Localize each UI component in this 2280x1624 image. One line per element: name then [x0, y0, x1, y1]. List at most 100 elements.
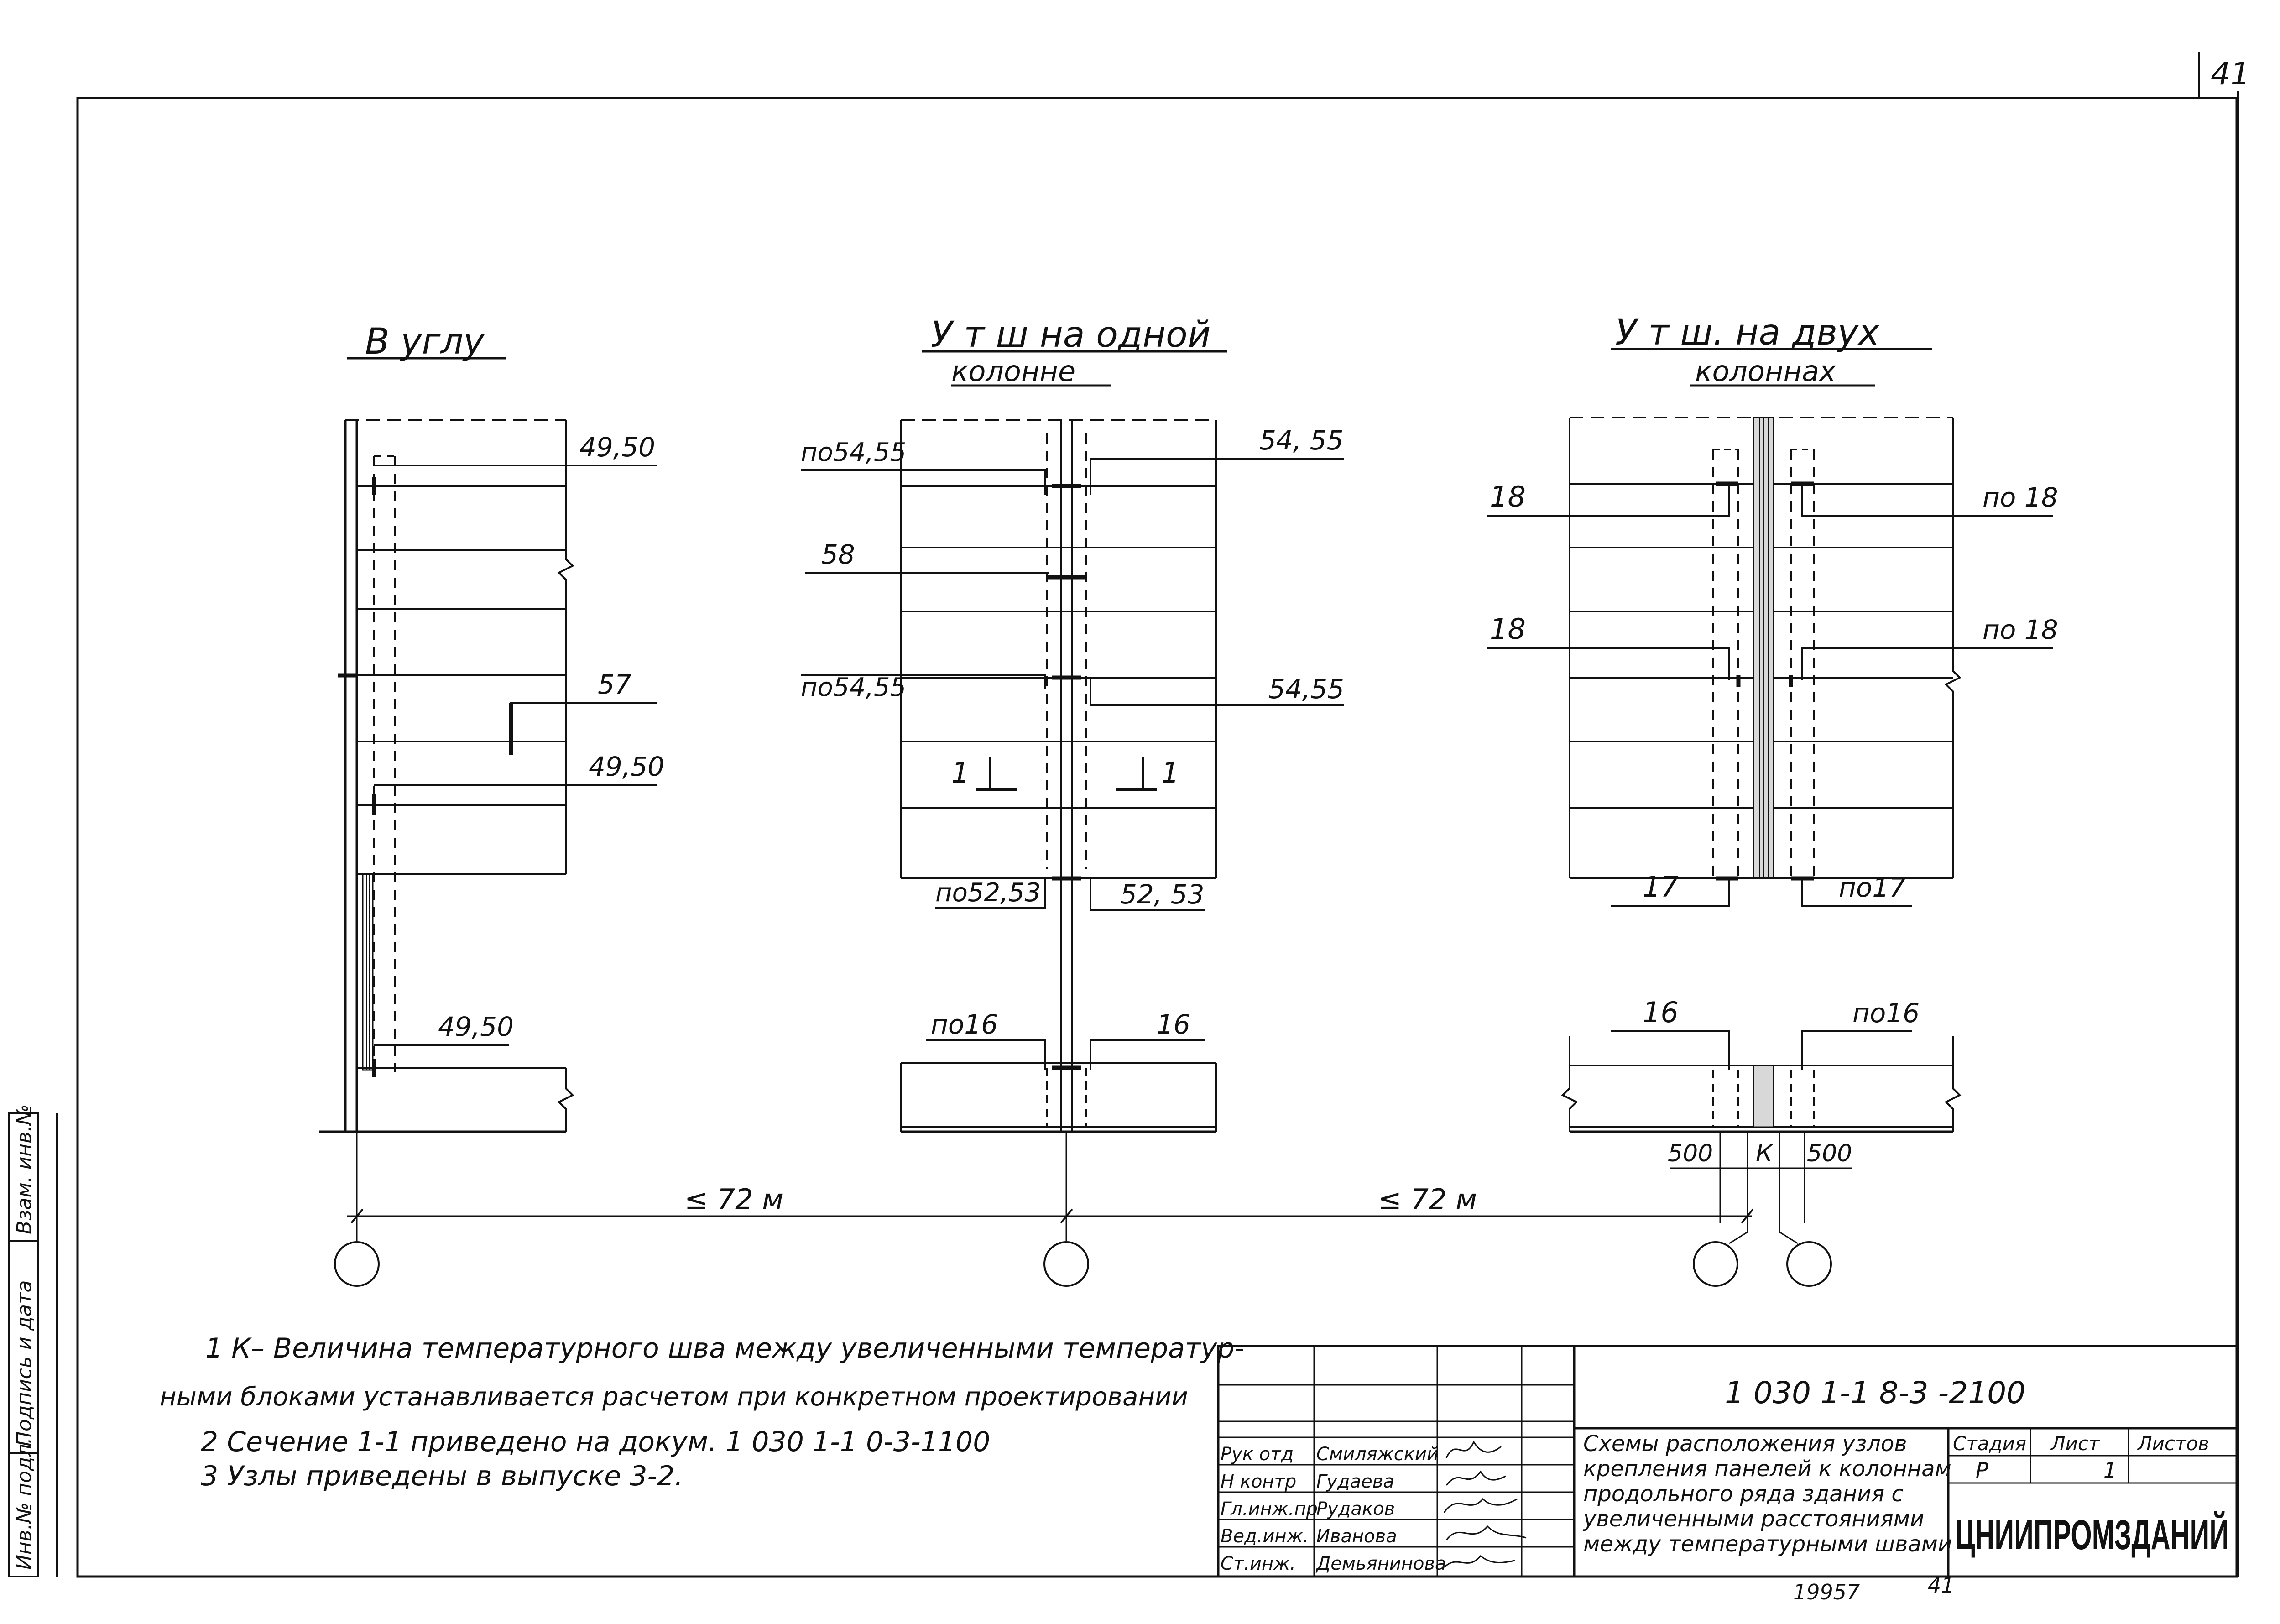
side-stamp: Инв.№ подл. Подпись и дата Взам. инв.№ — [8, 1104, 58, 1577]
note-2: 2 Сечение 1-1 приведено на докум. 1 030 … — [201, 1426, 990, 1458]
leader-line — [1801, 878, 1912, 907]
span-tick — [350, 1208, 364, 1224]
label-top-left: 18 — [1490, 480, 1526, 513]
label-low-left: 17 — [1643, 870, 1679, 903]
notes: 1 К– Величина температурного шва между у… — [160, 1332, 1244, 1492]
signature — [1445, 1440, 1502, 1458]
span-dimension: ≤ 72 м ≤ 72 м — [347, 1183, 1754, 1224]
label-top-right: по 18 — [1983, 482, 2058, 513]
leader-line — [1801, 1030, 1912, 1070]
corner-label-top: 49,50 — [579, 432, 655, 463]
leader-line — [1090, 678, 1344, 706]
section-label-left: 1 — [951, 756, 969, 789]
break-line — [1561, 1036, 1578, 1132]
label-mid-right: по 18 — [1983, 614, 2058, 645]
corner-label-middle: 57 — [598, 669, 631, 700]
expansion-joint — [1753, 1065, 1774, 1128]
label-bottom-left: по16 — [931, 1009, 998, 1040]
leader-line — [1611, 878, 1730, 907]
leader-line — [1801, 647, 2053, 680]
column-hatch — [362, 873, 374, 1071]
axis-bubble — [1043, 1241, 1089, 1287]
label-mid: 58 — [821, 539, 855, 570]
axis-line — [1779, 1211, 1798, 1244]
name-1: Смиляжский — [1316, 1444, 1439, 1465]
role-4: Вед.инж. — [1221, 1526, 1309, 1547]
title-line-3: продольного ряда здания с — [1583, 1481, 1904, 1507]
label-low-right: по17 — [1839, 872, 1906, 903]
section-label-right: 1 — [1161, 756, 1179, 789]
leader-line — [1801, 484, 2053, 517]
sheet-number: 41 — [2211, 56, 2250, 92]
signature — [1443, 1498, 1518, 1513]
title-line-2: крепления панелей к колоннам — [1583, 1456, 1951, 1482]
span-left: ≤ 72 м — [684, 1183, 783, 1216]
role-3: Гл.инж.пр — [1221, 1499, 1318, 1520]
label-mid-left: 18 — [1490, 612, 1526, 646]
label-top-right: 54, 55 — [1259, 425, 1343, 456]
two-columns-title-1: У т ш. на двух — [1615, 312, 1880, 353]
leader-line — [1611, 1030, 1730, 1070]
span-tick — [1741, 1208, 1754, 1224]
organization-name: ЦНИИПРОМЗДАНИЙ — [1955, 1511, 2229, 1558]
note-3: 3 Узлы приведены в выпуске 3-2. — [201, 1460, 683, 1492]
one-column-title-1: У т ш на одной — [931, 314, 1210, 355]
one-column-title-2: колонне — [951, 355, 1075, 388]
title-block: 1 030 1-1 8-3 -2100 Схемы расположения у… — [1217, 1345, 2238, 1578]
signature — [1443, 1555, 1515, 1568]
label-low-left: по52,53 — [935, 878, 1041, 908]
axis-bubble — [1786, 1241, 1832, 1287]
leader-line — [1090, 1039, 1205, 1070]
break-line — [1944, 1036, 1962, 1132]
title-line-1: Схемы расположения узлов — [1583, 1431, 1907, 1457]
corner-label-bottom: 49,50 — [438, 1011, 514, 1042]
two-columns-title-2: колоннах — [1695, 355, 1837, 388]
break-line — [557, 420, 574, 874]
name-3: Рудаков — [1316, 1499, 1395, 1520]
dim-gap: К — [1756, 1140, 1774, 1167]
leader-line — [801, 469, 1046, 495]
axis-bubble — [1693, 1241, 1738, 1287]
view-corner: В углу 49,50 — [319, 321, 664, 1287]
name-4: Иванова — [1316, 1526, 1397, 1547]
note-1: 1 К– Величина температурного шва между у… — [205, 1332, 1244, 1364]
label-bottom-right: 16 — [1157, 1009, 1190, 1040]
view-one-column: У т ш на одной колонне по54,55 54, 55 58 — [801, 314, 1344, 1287]
name-5: Демьянинова — [1315, 1553, 1446, 1574]
note-1-continued: ными блоками устанавливается расчетом пр… — [160, 1382, 1188, 1412]
side-stamp-sign: Подпись и дата — [13, 1280, 36, 1446]
view-two-columns: У т ш. на двух колоннах — [1487, 312, 2058, 1287]
leader-line — [1090, 458, 1344, 495]
sheet-value: 1 — [2103, 1458, 2117, 1483]
dim-right: 500 — [1807, 1140, 1852, 1167]
archive-number: 19957 — [1793, 1580, 1860, 1604]
side-stamp-inv: Инв.№ подл. — [13, 1437, 36, 1570]
label-bottom-right: по16 — [1852, 997, 1920, 1029]
stage-label: Стадия — [1953, 1432, 2026, 1455]
break-line — [1944, 418, 1962, 878]
bottom-page-mark: 41 — [1928, 1573, 1955, 1598]
signature — [1445, 1525, 1527, 1540]
leader-line — [510, 702, 657, 705]
axis-line — [1729, 1211, 1748, 1244]
span-tick — [1060, 1208, 1073, 1224]
role-1: Рук отд — [1221, 1444, 1294, 1465]
label-low-right: 52, 53 — [1120, 879, 1204, 910]
leader-line — [1487, 647, 1730, 680]
title-line-5: между температурными швами — [1583, 1531, 1952, 1557]
title-line-4: увеличенными расстояниями — [1582, 1506, 1924, 1532]
side-stamp-replace: Взам. инв.№ — [13, 1104, 36, 1234]
doc-code: 1 030 1-1 8-3 -2100 — [1725, 1375, 2025, 1410]
corner-label-lower: 49,50 — [589, 751, 664, 782]
span-right: ≤ 72 м — [1378, 1183, 1477, 1216]
label-top-left: по54,55 — [801, 438, 906, 467]
label-mid-right: 54,55 — [1268, 674, 1344, 705]
leader-line — [1487, 484, 1730, 517]
leader-line — [1090, 878, 1205, 911]
stage-value: Р — [1976, 1458, 1988, 1483]
leader-line — [801, 674, 1046, 689]
signature — [1445, 1470, 1506, 1486]
leader-line — [935, 878, 1046, 909]
axis-bubble — [334, 1241, 380, 1287]
